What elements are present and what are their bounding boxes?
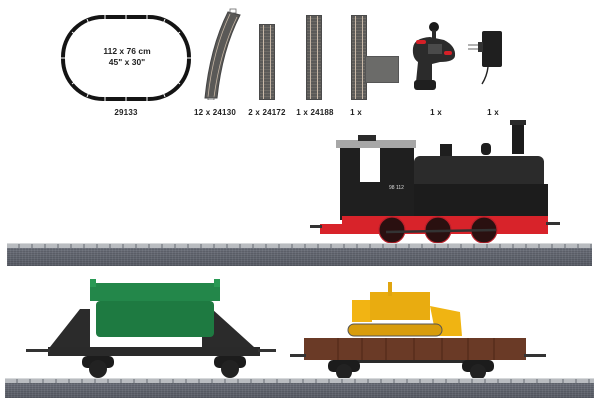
bulldozer-load [347,282,462,337]
lower-track-bed [5,378,594,398]
lower-rail [5,378,594,384]
dump-car-icon [26,279,276,378]
oval-dimensions-imperial: 45" x 30" [108,57,146,67]
feeder-track-label: 1 x [350,108,362,117]
straight-track-long [306,15,322,100]
upper-ballast [7,248,592,266]
dump-car [26,277,276,379]
power-supply [462,28,506,86]
curved-track-piece [200,8,245,101]
oval-track-icon [60,14,192,102]
curved-track-icon [204,8,241,101]
power-supply-icon [468,31,502,85]
oval-dimensions: 112 x 76 cm 45" x 30" [67,46,187,68]
controller-icon [412,22,456,90]
flat-car-with-bulldozer [290,278,550,380]
flat-car-icon [290,282,546,380]
straight-track-long-label: 1 x 24188 [296,108,334,117]
lower-ballast [5,383,594,398]
straight-track-short-label: 2 x 24172 [248,108,286,117]
locomotive-icon: 98 112 [310,120,560,244]
locomotive-number: 98 112 [389,185,404,191]
oval-dimensions-metric: 112 x 76 cm [103,46,151,56]
feeder-connector-box [365,56,399,83]
controller-label: 1 x [430,108,442,117]
curved-track-label: 12 x 24130 [193,108,237,117]
upper-track-bed [7,243,592,266]
oval-set-label: 29133 [114,108,138,117]
feeder-track [351,15,367,100]
straight-track-short [259,24,275,100]
oval-layout-diagram [60,14,192,102]
power-supply-label: 1 x [487,108,499,117]
handheld-controller [410,20,460,92]
upper-rail [7,243,592,249]
steam-locomotive: 98 112 [306,118,566,246]
